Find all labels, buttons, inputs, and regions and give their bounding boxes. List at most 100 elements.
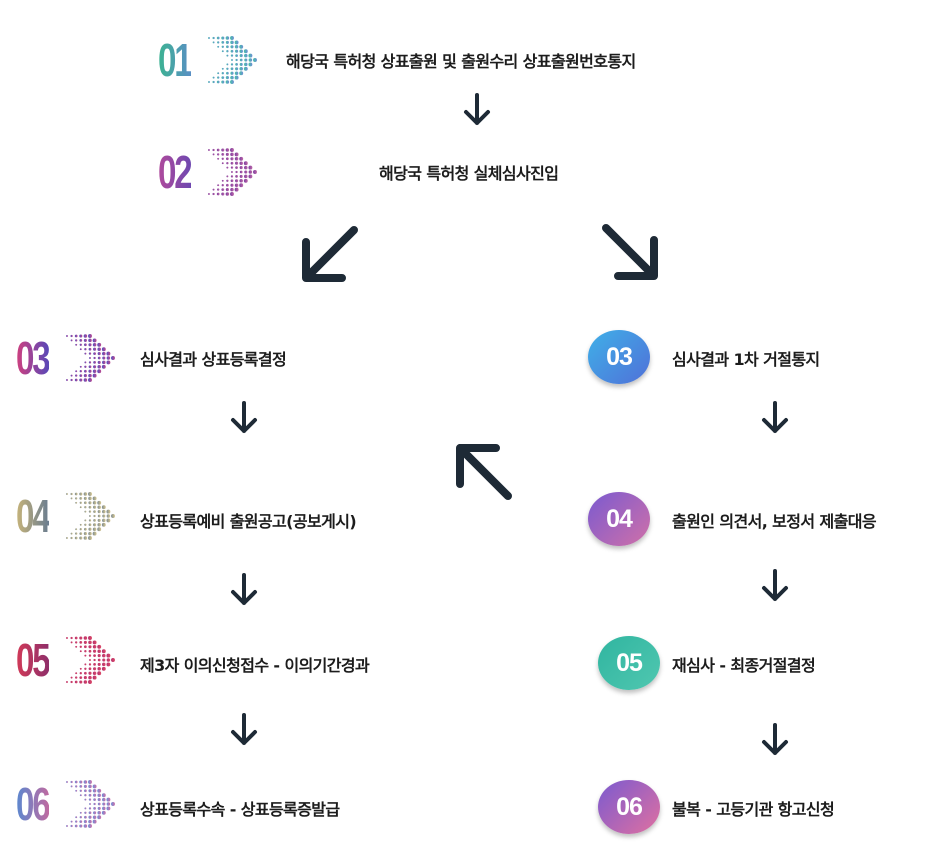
- chevron-dot: [226, 166, 229, 169]
- chevron-dot: [92, 369, 97, 373]
- chevron-dot: [221, 188, 225, 191]
- chevron-dot: [66, 681, 68, 683]
- chevron-dot: [74, 780, 78, 784]
- right-step-03-label: 심사결과 1차 거절통지: [672, 350, 820, 369]
- chevron-dot: [93, 793, 97, 797]
- chevron-dot: [70, 824, 73, 828]
- chevron-dot: [234, 71, 239, 75]
- chevron-dot: [101, 522, 106, 527]
- chevron-dot: [235, 67, 239, 71]
- chevron-dot: [244, 58, 248, 62]
- chevron-dot: [230, 175, 234, 178]
- step-number: 05: [16, 634, 51, 686]
- chevron-dot: [239, 67, 243, 71]
- down-arrow-icon: [231, 573, 257, 605]
- step-number: 01: [158, 34, 193, 86]
- chevron-dot: [70, 785, 73, 788]
- chevron-dot: [88, 780, 92, 784]
- chevron-dot: [231, 171, 233, 173]
- chevron-dot: [93, 654, 96, 657]
- chevron-dot: [88, 373, 92, 378]
- chevron-dot: [102, 797, 106, 802]
- chevron-dot: [79, 636, 83, 640]
- chevron-dot: [88, 789, 92, 793]
- chevron-dot: [97, 644, 102, 649]
- chevron-dot: [79, 789, 82, 792]
- chevron-dot: [79, 370, 82, 373]
- chevron-dot: [230, 71, 234, 75]
- chevron-dot: [243, 66, 248, 71]
- chevron-dot: [93, 649, 97, 653]
- chevron-dot: [88, 807, 92, 810]
- chevron-dot: [92, 496, 97, 501]
- dotted-chevron-icon: [66, 780, 115, 828]
- chevron-dot: [221, 76, 225, 79]
- chevron-dot: [248, 174, 253, 179]
- chevron-dot: [66, 825, 68, 827]
- step-02: 02: [158, 146, 262, 198]
- chevron-dot: [230, 36, 234, 40]
- chevron-dot: [88, 793, 92, 797]
- chevron-dot: [84, 365, 87, 368]
- chevron-dot: [234, 40, 239, 45]
- chevron-dot: [79, 676, 83, 679]
- dotted-chevron-icon: [66, 636, 115, 684]
- chevron-dot: [97, 649, 101, 653]
- chevron-dot: [70, 497, 73, 500]
- chevron-dot: [83, 532, 87, 536]
- chevron-dot: [217, 76, 220, 79]
- chevron-dot: [79, 811, 82, 814]
- chevron-dot: [75, 676, 78, 679]
- chevron-dot: [101, 505, 106, 510]
- chevron-dot: [88, 536, 92, 540]
- chevron-dot: [226, 175, 229, 178]
- chevron-dot: [102, 351, 106, 356]
- chevron-dot: [84, 663, 87, 666]
- chevron-dot: [235, 179, 239, 183]
- chevron-dot: [243, 178, 248, 183]
- chevron-dot: [212, 153, 215, 156]
- right-step-05-label: 재심사 - 최종거절결정: [672, 656, 816, 675]
- chevron-dot: [92, 527, 97, 531]
- chevron-dot: [84, 361, 87, 364]
- chevron-dot: [111, 658, 115, 662]
- chevron-dot: [230, 54, 234, 57]
- chevron-dot: [66, 493, 68, 495]
- chevron-dot: [208, 81, 210, 83]
- chevron-dot: [84, 352, 87, 355]
- chevron-dot: [244, 53, 248, 58]
- chevron-dot: [212, 80, 215, 84]
- chevron-dot: [93, 514, 96, 518]
- chevron-dot: [226, 45, 229, 49]
- chevron-dot: [97, 505, 101, 509]
- chevron-dot: [89, 659, 91, 661]
- chevron-dot: [208, 149, 210, 151]
- chevron-dot: [88, 819, 92, 824]
- chevron-dot: [88, 378, 92, 382]
- chevron-dot: [106, 514, 111, 518]
- chevron-dot: [97, 658, 101, 662]
- chevron-dot: [88, 347, 92, 351]
- chevron-dot: [221, 162, 224, 165]
- chevron-dot: [230, 63, 234, 66]
- chevron-dot: [106, 518, 111, 523]
- chevron-dot: [84, 789, 87, 793]
- chevron-dot: [216, 80, 220, 84]
- down-arrow-icon: [762, 569, 788, 601]
- chevron-dot: [234, 75, 239, 80]
- chevron-dot: [234, 157, 239, 161]
- chevron-dot: [83, 378, 88, 382]
- chevron-dot: [84, 348, 87, 351]
- chevron-dot: [231, 59, 233, 61]
- chevron-dot: [97, 811, 101, 815]
- chevron-dot: [93, 658, 96, 662]
- chevron-dot: [70, 334, 73, 338]
- chevron-dot: [97, 342, 102, 347]
- chevron-dot: [97, 798, 101, 802]
- step-number: 03: [16, 332, 51, 384]
- chevron-dot: [217, 184, 220, 187]
- chevron-dot: [97, 356, 101, 360]
- chevron-dot: [101, 364, 106, 369]
- step-number: 02: [158, 146, 193, 198]
- chevron-dot: [244, 174, 248, 179]
